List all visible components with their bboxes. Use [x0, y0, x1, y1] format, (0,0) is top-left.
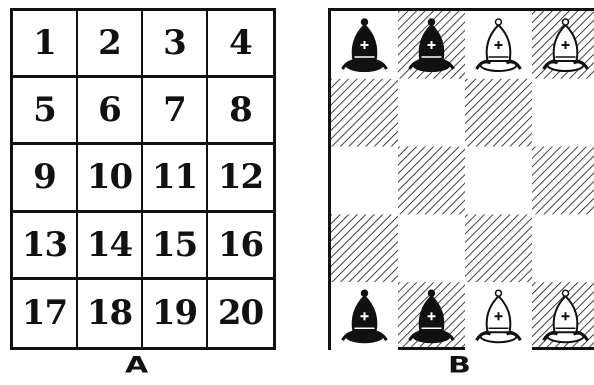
cell-number: 10 [78, 145, 143, 212]
light-square [532, 79, 594, 147]
cell-number: 12 [208, 145, 273, 212]
light-square [331, 147, 398, 215]
cell-number: 13 [13, 213, 78, 280]
chessboard [328, 8, 594, 350]
cell-number: 6 [78, 78, 143, 145]
caption-a: A [125, 352, 148, 378]
dark-square [465, 214, 532, 282]
cell-number: 3 [143, 11, 208, 78]
light-square [398, 79, 465, 147]
cell-number: 18 [78, 280, 143, 347]
cell-number: 4 [208, 11, 273, 78]
cell-number: 16 [208, 213, 273, 280]
light-square [398, 214, 465, 282]
chessboard-svg [331, 11, 594, 350]
cell-number: 15 [143, 213, 208, 280]
dark-square [465, 79, 532, 147]
dark-square [331, 214, 398, 282]
caption-b: B [448, 352, 471, 378]
cell-number: 9 [13, 145, 78, 212]
cell-number: 20 [208, 280, 273, 347]
cell-number: 19 [143, 280, 208, 347]
light-square [465, 147, 532, 215]
numbered-board: 1 2 3 4 5 6 7 8 9 10 11 12 13 14 15 16 1… [10, 8, 276, 350]
cell-number: 17 [13, 280, 78, 347]
cell-number: 11 [143, 145, 208, 212]
dark-square [331, 79, 398, 147]
cell-number: 7 [143, 78, 208, 145]
dark-square [532, 147, 594, 215]
cell-number: 2 [78, 11, 143, 78]
light-square [532, 214, 594, 282]
cell-number: 5 [13, 78, 78, 145]
cell-number: 14 [78, 213, 143, 280]
dark-square [398, 147, 465, 215]
cell-number: 8 [208, 78, 273, 145]
cell-number: 1 [13, 11, 78, 78]
